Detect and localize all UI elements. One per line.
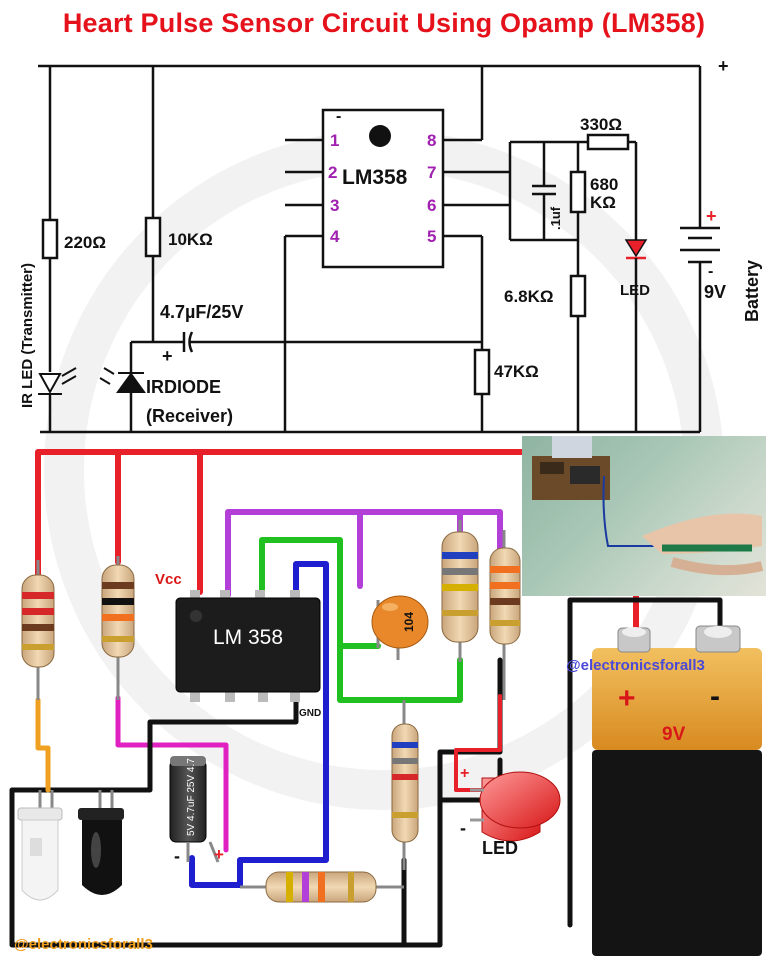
sensor-photo	[522, 436, 766, 596]
breadboard-resistor-47k	[240, 871, 404, 903]
ic-notch	[369, 125, 391, 147]
bb-elec-cap-plus: +	[214, 845, 224, 864]
page-title: Heart Pulse Sensor Circuit Using Opamp (…	[62, 8, 706, 38]
ic-label: LM358	[342, 166, 408, 189]
cap1-label: 4.7µF/25V	[160, 302, 243, 322]
breadboard-resistor-680k	[441, 520, 479, 662]
breadboard-resistor-10k	[101, 556, 135, 700]
bb-gnd-label: GND	[299, 708, 321, 719]
bb-elec-cap-minus: -	[174, 846, 180, 866]
breadboard-resistor-220	[21, 560, 55, 700]
breadboard-ir-led	[17, 790, 63, 901]
bb-led-label: LED	[482, 838, 518, 858]
breadboard-red-led	[470, 771, 561, 842]
r-330-label: 330Ω	[580, 115, 622, 134]
pin-5: 5	[427, 227, 436, 246]
bb-vcc-label: Vcc	[155, 571, 182, 588]
r2-label: 10KΩ	[168, 230, 213, 249]
battery-minus: -	[708, 263, 713, 280]
bb-battery-minus: -	[710, 680, 720, 713]
bb-led-plus: +	[460, 765, 469, 782]
cap2-label: .1uf	[548, 206, 563, 230]
cap1-plus: +	[162, 346, 173, 366]
pin-6: 6	[427, 196, 436, 215]
ir-led-symbol	[38, 367, 77, 395]
battery-volt: 9V	[704, 282, 726, 302]
bb-elec-cap-text: 5V 4.7uF 25V 4.7	[186, 758, 197, 836]
pin-7: 7	[427, 163, 436, 182]
breadboard-ic	[175, 590, 321, 702]
breadboard-electrolytic-cap	[169, 756, 220, 863]
bb-battery-plus: +	[618, 682, 636, 715]
ir-diode-symbol	[99, 367, 146, 393]
bb-ic-label: LM 358	[213, 626, 283, 649]
r-680-label-a: 680	[590, 175, 618, 194]
pin1-mark: -	[336, 108, 341, 125]
r-47k-label: 47KΩ	[494, 362, 539, 381]
bb-battery-volt: 9V	[662, 724, 686, 745]
irdiode-label: IRDIODE	[146, 377, 221, 397]
breadboard-resistor-6-8k	[391, 700, 419, 870]
pin-3: 3	[330, 196, 339, 215]
supply-plus: +	[718, 56, 729, 76]
led-label: LED	[620, 282, 650, 299]
r1-label: 220Ω	[64, 233, 106, 252]
bb-cap-code: 104	[402, 612, 416, 632]
r-680-label-b: KΩ	[590, 193, 616, 212]
receiver-label: (Receiver)	[146, 406, 233, 426]
bb-led-minus: -	[460, 818, 466, 838]
watermark-handle-top: @electronicsforall3	[566, 657, 705, 674]
breadboard-ir-diode	[78, 790, 124, 895]
breadboard-ceramic-cap	[371, 595, 429, 660]
pin-2: 2	[328, 163, 337, 182]
battery-label: Battery	[742, 260, 762, 322]
ir-led-label: IR LED (Transmitter)	[19, 263, 36, 408]
r-68k-label: 6.8KΩ	[504, 287, 554, 306]
pin-8: 8	[427, 131, 436, 150]
pin-4: 4	[330, 227, 340, 246]
watermark-handle-bottom: @electronicsforall3	[14, 936, 153, 953]
battery-plus: +	[706, 206, 717, 226]
pin-1: 1	[330, 131, 339, 150]
breadboard-battery	[592, 625, 762, 956]
breadboard-resistor-330	[489, 530, 521, 700]
